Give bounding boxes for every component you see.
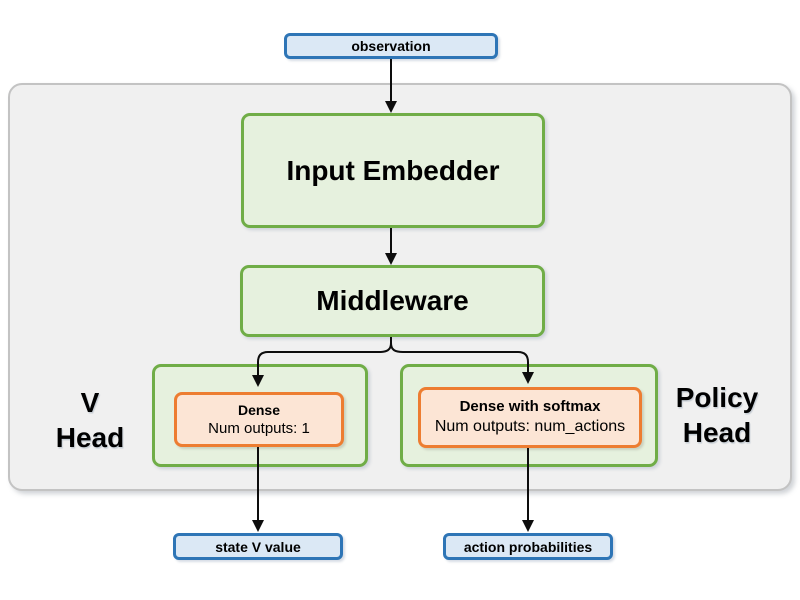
v-head-label-line2: Head [55,422,125,453]
policy-head-label-line1: Policy [675,382,759,413]
node-input-embedder-label: Input Embedder [286,154,500,186]
node-observation-label: observation [351,38,431,54]
v-head-label-line1: V [80,387,100,418]
policy-head-dense-node: Dense with softmax Num outputs: num_acti… [418,387,642,448]
node-middleware: Middleware [240,265,545,337]
node-action-probabilities: action probabilities [443,533,613,560]
v-head-dense-node: Dense Num outputs: 1 [174,392,344,447]
node-middleware-label: Middleware [316,285,469,316]
policy-head-label-line2: Head [682,417,752,448]
v-head-dense-subtitle: Num outputs: 1 [208,419,310,437]
node-input-embedder: Input Embedder [241,113,545,228]
node-observation: observation [284,33,498,59]
node-state-v-value: state V value [173,533,343,560]
v-head-label: V Head [35,385,145,455]
node-state-v-value-label: state V value [215,538,301,555]
policy-head-dense-subtitle: Num outputs: num_actions [434,417,626,435]
policy-head-dense-title: Dense with softmax [459,398,601,416]
policy-head-label: Policy Head [655,380,779,450]
node-action-probabilities-label: action probabilities [463,538,593,555]
v-head-dense-title: Dense [237,401,281,418]
